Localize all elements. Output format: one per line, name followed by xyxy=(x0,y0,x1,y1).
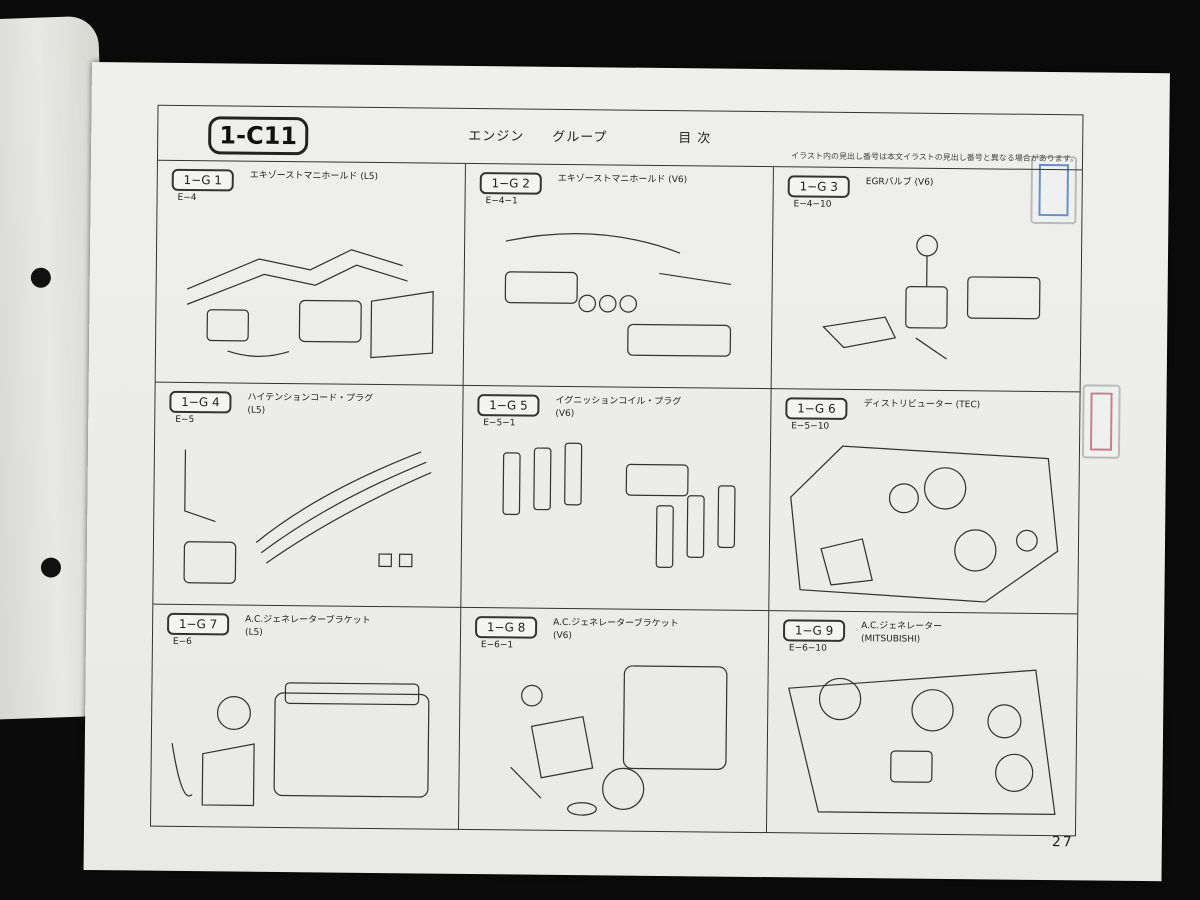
cell-ref: E−5−1 xyxy=(483,418,516,429)
index-tab xyxy=(1081,384,1121,459)
parts-cell: 1−G 5 イグニッションコイル・プラグ (V6) E−5−1 xyxy=(461,385,772,612)
cell-ref: E−4−1 xyxy=(485,196,518,207)
cell-title: エキゾーストマニホールド (L5) xyxy=(249,170,379,183)
cell-code: 1−G 9 xyxy=(782,619,846,642)
page-header: 1-C11 エンジン グループ 目次 イラスト内の見出し番号は本文イラストの見出… xyxy=(158,106,1083,170)
section-code: 1-C11 xyxy=(208,116,309,156)
cell-title: エキゾーストマニホールド (V6) xyxy=(557,173,688,186)
group-title: エンジン グループ xyxy=(468,128,608,146)
cell-ref: E−5−10 xyxy=(791,421,830,432)
parts-cell: 1−G 1 エキゾーストマニホールド (L5) E−4 xyxy=(155,160,466,386)
parts-grid: 1−G 1 エキゾーストマニホールド (L5) E−4 1−G 2 エキ xyxy=(150,159,1082,837)
cell-code: 1−G 5 xyxy=(477,394,540,417)
cell-code: 1−G 3 xyxy=(787,175,850,198)
parts-cell: 1−G 9 A.C.ジェネレーター (MITSUBISHI) E−6−10 xyxy=(767,611,1077,836)
exhaust-manifold-illustration xyxy=(186,249,434,359)
cell-title: A.C.ジェネレーターブラケット (V6) xyxy=(552,617,679,642)
cell-title: ディストリビューター (TEC) xyxy=(863,399,981,411)
ac-generator-illustration xyxy=(787,669,1056,816)
catalog-page: 1-C11 エンジン グループ 目次 イラスト内の見出し番号は本文イラストの見出… xyxy=(83,62,1170,882)
contents-frame: 1-C11 エンジン グループ 目次 イラスト内の見出し番号は本文イラストの見出… xyxy=(149,104,1084,837)
exhaust-manifold-illustration xyxy=(504,233,732,357)
binder-hole xyxy=(30,267,52,289)
page-number: 27 xyxy=(1051,834,1074,851)
cell-ref: E−4 xyxy=(177,192,197,204)
cell-title: ハイテンションコード・プラグ (L5) xyxy=(247,392,374,416)
cell-code: 1−G 6 xyxy=(785,397,848,420)
high-tension-cord-plug-illustration xyxy=(183,449,432,584)
toc-label: 目次 xyxy=(678,131,717,147)
cell-ref: E−5 xyxy=(175,414,195,426)
parts-cell: 1−G 4 ハイテンションコード・プラグ (L5) E−5 xyxy=(153,382,464,608)
parts-cell: 1−G 3 EGRバルブ (V6) E−4−10 xyxy=(771,167,1082,393)
parts-cell: 1−G 6 ディストリビューター (TEC) E−5−10 xyxy=(769,389,1080,615)
cell-title: EGRバルブ (V6) xyxy=(865,177,934,188)
cell-code: 1−G 8 xyxy=(474,616,538,639)
cell-ref: E−6 xyxy=(172,636,192,648)
cell-title: A.C.ジェネレーター (MITSUBISHI) xyxy=(860,621,943,645)
binder-hole xyxy=(40,557,62,578)
parts-cell: 1−G 7 A.C.ジェネレーターブラケット (L5) E−6 xyxy=(150,604,462,830)
cell-ref: E−4−10 xyxy=(793,199,832,210)
cell-ref: E−6−1 xyxy=(480,640,514,651)
ac-generator-bracket-illustration xyxy=(510,665,728,816)
cell-code: 1−G 7 xyxy=(167,612,230,636)
cell-code: 1−G 1 xyxy=(171,168,234,192)
ac-generator-bracket-illustration xyxy=(171,682,430,807)
cell-title: イグニッションコイル・プラグ (V6) xyxy=(555,395,682,420)
parts-cell: 1−G 8 A.C.ジェネレーターブラケット (V6) E−6−1 xyxy=(458,607,770,834)
header-note: イラスト内の見出し番号は本文イラストの見出し番号と異なる場合があります。 xyxy=(791,151,1079,164)
ignition-coil-plug-illustration xyxy=(502,442,736,568)
cell-ref: E−6−10 xyxy=(788,643,827,654)
cell-code: 1−G 4 xyxy=(169,390,232,414)
cell-title: A.C.ジェネレーターブラケット (L5) xyxy=(244,614,371,638)
parts-cell: 1−G 2 エキゾーストマニホールド (V6) E−4−1 xyxy=(463,163,774,390)
distributor-illustration xyxy=(790,445,1059,603)
cell-code: 1−G 2 xyxy=(479,172,542,195)
egr-valve-illustration xyxy=(822,234,1041,360)
